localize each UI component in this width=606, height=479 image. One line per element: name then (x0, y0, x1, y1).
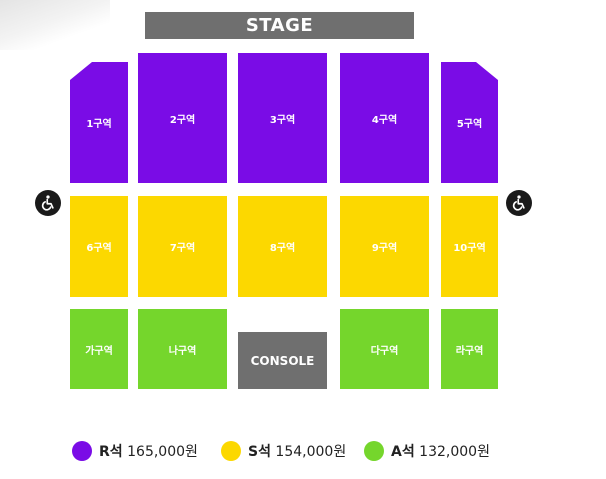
legend-dot (72, 441, 92, 461)
zone-label: 4구역 (371, 114, 398, 126)
zone-label: 다구역 (370, 345, 399, 357)
legend-label: A석 132,000원 (391, 444, 490, 460)
zone-label: 3구역 (269, 114, 296, 126)
zone-na[interactable]: 나구역 (138, 309, 227, 389)
zone-3[interactable]: 3구역 (238, 53, 327, 183)
wheelchair-glyph (512, 195, 525, 211)
legend-label: S석 154,000원 (248, 444, 347, 460)
corner-shade (0, 0, 110, 50)
zone-label: 8구역 (269, 243, 296, 254)
zone-label: 가구역 (85, 345, 113, 357)
wheelchair-glyph (41, 195, 54, 211)
zone-1[interactable]: 1구역 (70, 62, 128, 183)
zone-label: 6구역 (86, 243, 112, 254)
wheelchair-icon (506, 190, 532, 216)
zone-label: 5구역 (456, 119, 483, 130)
zone-10[interactable]: 10구역 (441, 196, 498, 297)
zone-label: 7구역 (169, 243, 196, 254)
legend-dot (364, 441, 384, 461)
zone-9[interactable]: 9구역 (340, 196, 429, 297)
zone-7[interactable]: 7구역 (138, 196, 227, 297)
zone-4[interactable]: 4구역 (340, 53, 429, 183)
legend-r: R석 165,000원 (72, 441, 198, 461)
zone-label: 나구역 (168, 345, 197, 357)
zone-label: 1구역 (86, 119, 112, 130)
stage: STAGE (145, 12, 414, 39)
zone-ga[interactable]: 가구역 (70, 309, 128, 389)
zone-label: 9구역 (371, 243, 398, 254)
zone-5[interactable]: 5구역 (441, 62, 498, 183)
zone-label: 라구역 (455, 345, 484, 357)
console: CONSOLE (238, 332, 327, 389)
zone-6[interactable]: 6구역 (70, 196, 128, 297)
zone-8[interactable]: 8구역 (238, 196, 327, 297)
zone-label: 2구역 (169, 114, 196, 126)
wheelchair-icon (35, 190, 61, 216)
legend-s: S석 154,000원 (221, 441, 346, 461)
zone-label: 10구역 (453, 243, 486, 254)
legend-label: R석 165,000원 (99, 444, 198, 460)
zone-2[interactable]: 2구역 (138, 53, 227, 183)
legend-a: A석 132,000원 (364, 441, 490, 461)
zone-da[interactable]: 다구역 (340, 309, 429, 389)
zone-ra[interactable]: 라구역 (441, 309, 498, 389)
legend-dot (221, 441, 241, 461)
